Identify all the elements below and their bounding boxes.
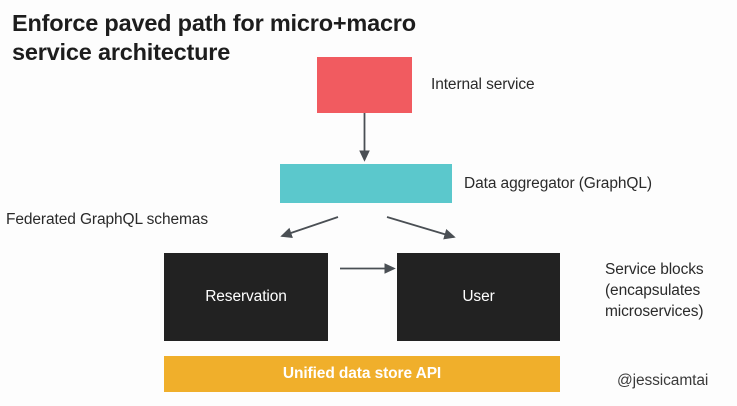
reservation-block-text: Reservation [205,288,287,305]
attribution-handle: @jessicamtai [617,372,709,389]
internal-service-label: Internal service [431,76,535,93]
reservation-service-block: Reservation [164,253,328,341]
service-blocks-label: Service blocks (encapsulates microservic… [605,261,704,320]
unified-data-store-block: Unified data store API [164,356,560,392]
user-service-block: User [397,253,560,341]
data-aggregator-block [280,164,452,203]
data-aggregator-label: Data aggregator (GraphQL) [464,175,652,192]
page-title: Enforce paved path for micro+macro servi… [12,10,416,65]
arrow-aggregator-to-reservation [280,216,339,238]
internal-service-block [317,57,412,113]
user-block-text: User [462,288,495,305]
arrow-aggregator-to-user [386,216,456,240]
federated-schemas-label: Federated GraphQL schemas [6,211,208,228]
data-store-block-text: Unified data store API [282,365,442,382]
